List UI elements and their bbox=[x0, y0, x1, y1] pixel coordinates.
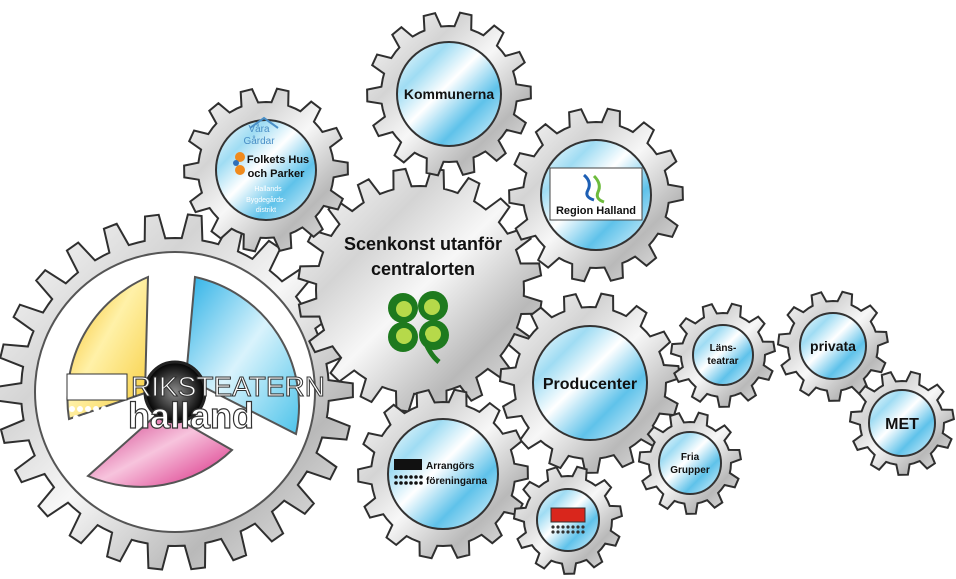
lansteatrar-line1: Läns- bbox=[710, 343, 737, 354]
vara-gardar-line5: Hallands bbox=[254, 186, 282, 193]
clover-icon bbox=[388, 291, 449, 364]
producenter-label: Producenter bbox=[543, 376, 637, 393]
red-theatre-seats-icon bbox=[550, 507, 586, 523]
lansteatrar-line2: teatrar bbox=[707, 356, 738, 367]
privata-gear-face: privata bbox=[799, 312, 867, 380]
vara-gardar-line3: Folkets Hus bbox=[247, 154, 309, 166]
riksteatern-gear-face: RIKSTEATERN halland bbox=[66, 275, 325, 488]
privata-disc bbox=[799, 312, 867, 380]
fria-line2: Grupper bbox=[670, 465, 710, 476]
fria-line1: Fria bbox=[681, 452, 700, 463]
center-title-line2: centralorten bbox=[371, 259, 475, 279]
kommunerna-disc bbox=[396, 41, 502, 147]
center-gear-face: Scenkonst utanför centralorten bbox=[344, 234, 502, 364]
magenta-segment bbox=[86, 408, 234, 488]
kommunerna-gear-face: Kommunerna bbox=[396, 41, 502, 147]
region-gear-face: Region Halland bbox=[540, 139, 652, 251]
vara-gardar-line6: Bygdegårds- bbox=[246, 196, 286, 204]
met-gear-face: MET bbox=[868, 389, 936, 457]
red-seats-dots bbox=[551, 525, 585, 534]
seats-icon bbox=[394, 475, 423, 485]
small-red-gear-face bbox=[536, 488, 600, 552]
vara-gardar-gear-face: Våra Gårdar Folkets Hus och Parker Halla… bbox=[215, 116, 317, 221]
lansteatrar-disc bbox=[692, 324, 754, 386]
center-title-line1: Scenkonst utanför bbox=[344, 234, 502, 254]
hub-icon bbox=[143, 360, 207, 424]
met-label: MET bbox=[885, 416, 919, 433]
pinwheel-icon bbox=[233, 152, 245, 175]
vara-gardar-line1: Våra bbox=[248, 123, 270, 135]
kommunerna-label: Kommunerna bbox=[404, 86, 494, 102]
house-icon bbox=[249, 116, 279, 129]
arrangors-gear-face: Arrangörs föreningarna bbox=[387, 418, 499, 530]
privata-label: privata bbox=[810, 338, 856, 354]
region-halland-logo bbox=[582, 173, 605, 204]
vara-gardar-line7: distrikt bbox=[256, 207, 276, 214]
riksteatern-title: RIKSTEATERN bbox=[131, 371, 325, 402]
arrangors-disc bbox=[387, 418, 499, 530]
arrangors-logo-box bbox=[394, 459, 422, 470]
arrangors-line1: Arrangörs bbox=[426, 461, 475, 472]
lansteatrar-gear-face: Läns- teatrar bbox=[692, 324, 754, 386]
met-disc bbox=[868, 389, 936, 457]
vara-gardar-line4: och Parker bbox=[248, 168, 306, 180]
riksteatern-logo-box bbox=[66, 373, 128, 401]
cyan-segment bbox=[184, 275, 301, 436]
fria-gear-face: Fria Grupper bbox=[658, 431, 722, 495]
arrangors-line2: föreningarna bbox=[426, 476, 488, 487]
riksteatern-subtitle: halland bbox=[128, 395, 254, 436]
fria-disc bbox=[658, 431, 722, 495]
riksteatern-dots-icon bbox=[69, 406, 123, 430]
producenter-disc bbox=[532, 325, 648, 441]
vara-gardar-line2: Gårdar bbox=[243, 135, 275, 147]
region-label: Region Halland bbox=[556, 205, 636, 217]
producenter-gear-face: Producenter bbox=[532, 325, 648, 441]
